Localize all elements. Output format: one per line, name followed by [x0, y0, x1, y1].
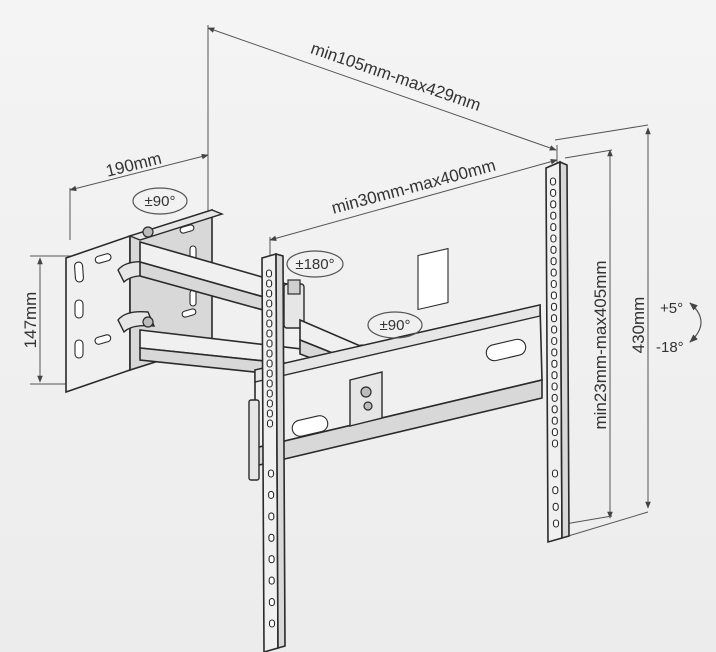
dimension-lines	[30, 25, 651, 541]
rail-hole	[266, 359, 273, 368]
left-vertical-rail	[248, 252, 286, 652]
rail-hole	[266, 329, 273, 338]
rotation-label-wall: ±90°	[145, 193, 176, 210]
rail-hole	[551, 348, 558, 357]
rail-hole	[551, 325, 558, 334]
rail-hole	[266, 389, 273, 398]
rail-hole	[551, 359, 558, 368]
rail-hole	[266, 309, 273, 318]
rail-hole	[268, 490, 275, 499]
rail-hole	[266, 299, 273, 308]
rail-hole	[265, 269, 273, 278]
extension-line-spacing-bottom	[564, 515, 613, 525]
tilt-indicator: +5° -18°	[656, 300, 702, 356]
rail-hole	[549, 177, 557, 186]
rail-hole	[268, 555, 275, 564]
rail-hole	[550, 188, 557, 197]
rail-hole	[551, 393, 558, 402]
rotation-badge-wall: ±90°	[132, 187, 188, 215]
rail-hole	[551, 382, 558, 391]
extension-line-spacing-top	[564, 149, 613, 159]
rail-hole	[551, 439, 559, 448]
tilt-arc-icon	[689, 302, 702, 343]
rail-hole	[266, 279, 273, 288]
rail-hole	[550, 279, 557, 289]
rail-hole	[266, 369, 273, 378]
tilt-down-label: -18°	[656, 339, 684, 356]
rail-hole	[266, 379, 273, 388]
extension-line-rail-bottom	[554, 511, 649, 541]
rail-hole	[552, 519, 560, 528]
rotation-badge-head: ±90°	[367, 311, 423, 339]
rail-hole	[550, 257, 557, 266]
dim-label-horizontal-spacing: min30mm-max400mm	[329, 156, 497, 218]
rail-hole	[266, 339, 273, 348]
rail-hole	[551, 336, 558, 346]
dim-label-plate-width: 190mm	[104, 149, 164, 181]
rail-hole	[267, 469, 275, 478]
rail-hole	[550, 302, 558, 311]
rail-hole	[268, 598, 275, 607]
rail-hole	[550, 268, 557, 277]
rail-hole	[550, 223, 557, 232]
dim-label-vertical-spacing: min23mm-max405mm	[591, 260, 610, 429]
rail-hole	[550, 314, 558, 323]
rail-hole	[550, 234, 557, 243]
extension-line-rail-top	[554, 124, 649, 141]
rail-hole	[266, 399, 273, 408]
rail-hole	[551, 371, 558, 380]
rail-hole	[268, 533, 275, 542]
rail-hole	[551, 469, 559, 478]
rail-hole	[550, 291, 557, 300]
rail-hole	[268, 576, 275, 585]
rail-hole	[552, 486, 559, 495]
rail-hole	[550, 245, 557, 254]
dim-line-arm-extension	[207, 27, 557, 151]
dim-line-plate-width	[69, 153, 209, 192]
rail-hole	[551, 428, 558, 437]
dim-line-horizontal-spacing	[269, 158, 558, 242]
rail-hole	[551, 416, 558, 425]
dim-label-plate-height: 147mm	[21, 292, 40, 349]
right-vertical-rail	[545, 160, 570, 544]
rail-hole	[266, 319, 273, 328]
dim-label-rail-height: 430mm	[629, 297, 648, 354]
dim-label-arm-extension: min105mm-max429mm	[308, 39, 483, 115]
rail-hole	[551, 405, 558, 414]
rail-hole	[268, 512, 275, 521]
wall-plate	[65, 208, 225, 394]
rail-hole	[266, 419, 274, 428]
rotation-label-head: ±90°	[380, 317, 411, 334]
rail-hole	[268, 619, 276, 628]
tv-bracket-frame	[254, 247, 543, 468]
rail-hole	[266, 289, 273, 298]
rotation-badge-arm: ±180°	[286, 250, 344, 278]
rail-hole	[266, 409, 273, 418]
rail-hole	[266, 349, 273, 358]
rail-holes	[265, 177, 560, 628]
tilt-up-label: +5°	[660, 300, 683, 317]
rail-hole	[552, 502, 559, 511]
rail-hole	[550, 200, 557, 209]
rail-hole	[550, 211, 557, 220]
rotation-label-arm: ±180°	[295, 256, 334, 273]
